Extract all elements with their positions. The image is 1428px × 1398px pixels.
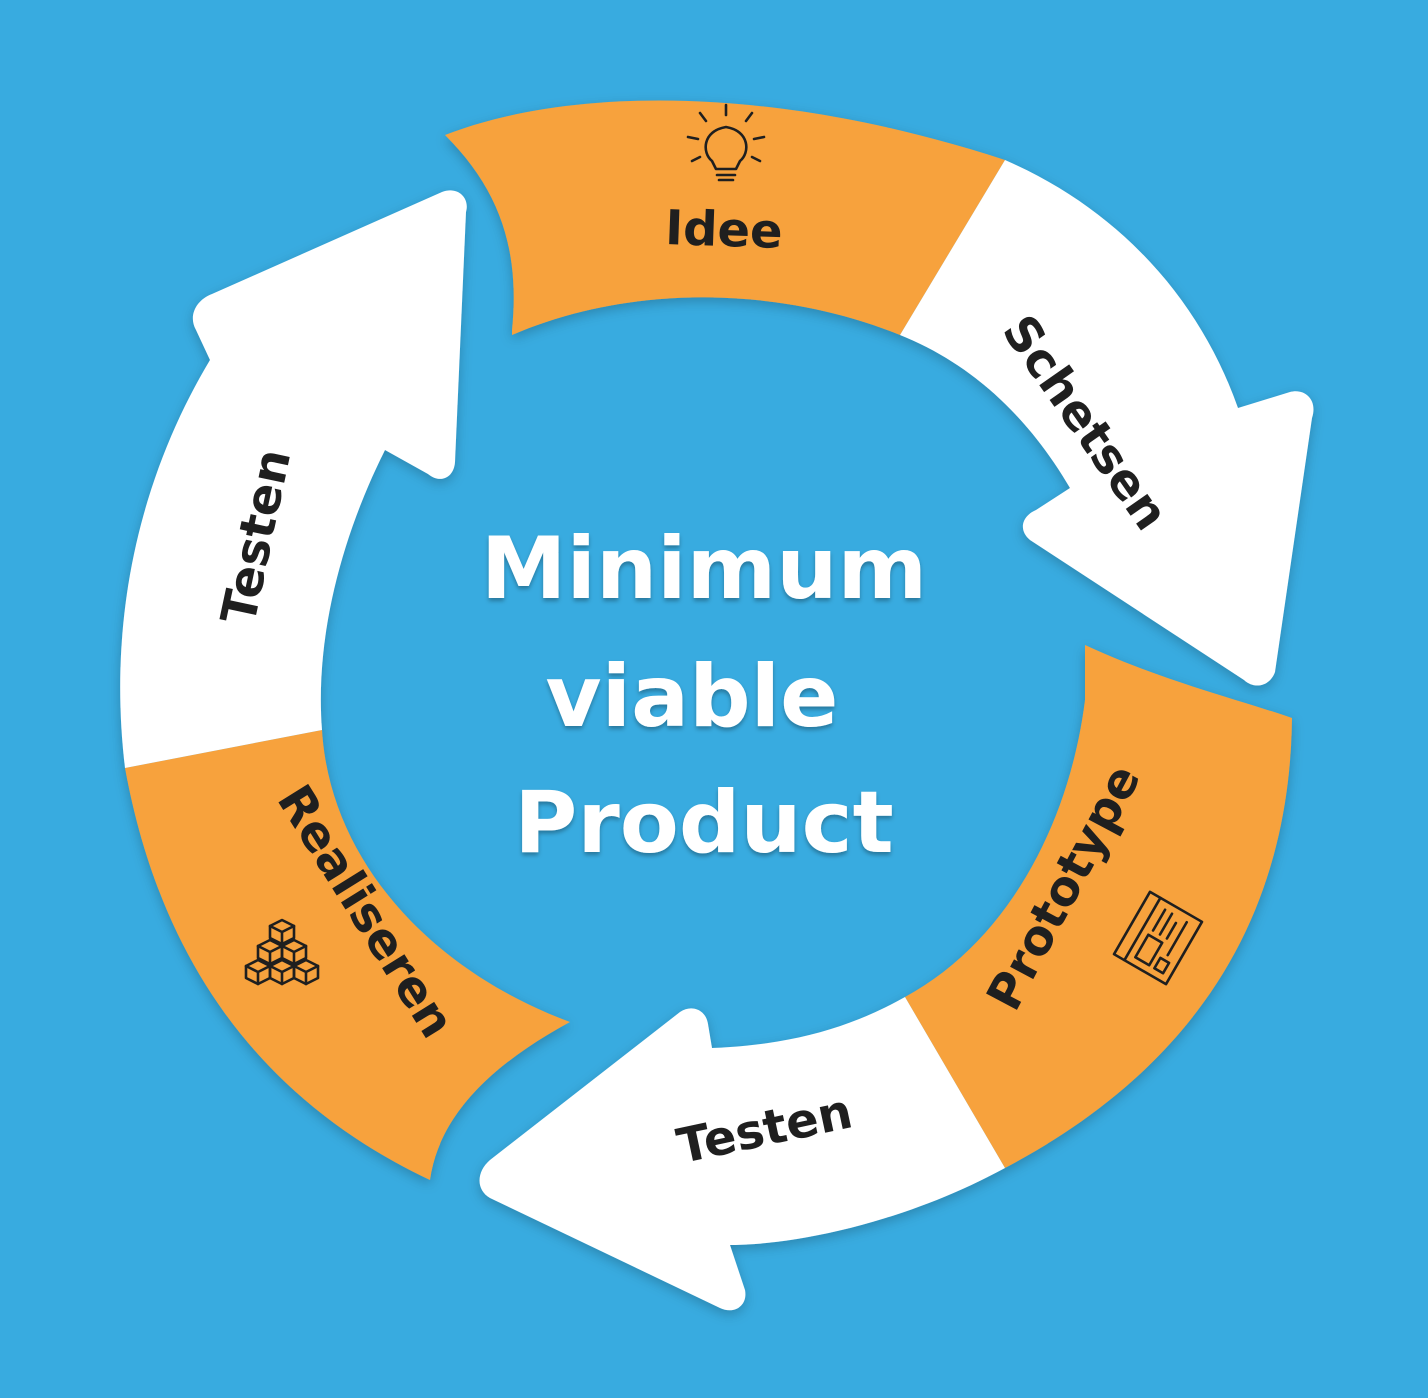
center-title: Minimum viable Product <box>481 519 927 873</box>
center-title-line3: Product <box>514 773 893 873</box>
lightbulb-icon <box>686 103 766 182</box>
wireframe-icon <box>1112 890 1204 986</box>
segment-realiseren <box>125 730 570 1180</box>
center-title-line2: viable <box>546 647 839 747</box>
segment-testen-left <box>120 190 467 769</box>
segment-idee <box>445 100 1005 335</box>
label-idee: Idee <box>664 200 783 260</box>
segment-prototype <box>905 645 1292 1168</box>
center-title-line1: Minimum <box>481 519 927 619</box>
segment-schetsen <box>900 160 1314 686</box>
boxes-icon <box>244 918 320 986</box>
cycle-ring <box>120 100 1314 1311</box>
segment-testen-bottom <box>479 997 1005 1311</box>
